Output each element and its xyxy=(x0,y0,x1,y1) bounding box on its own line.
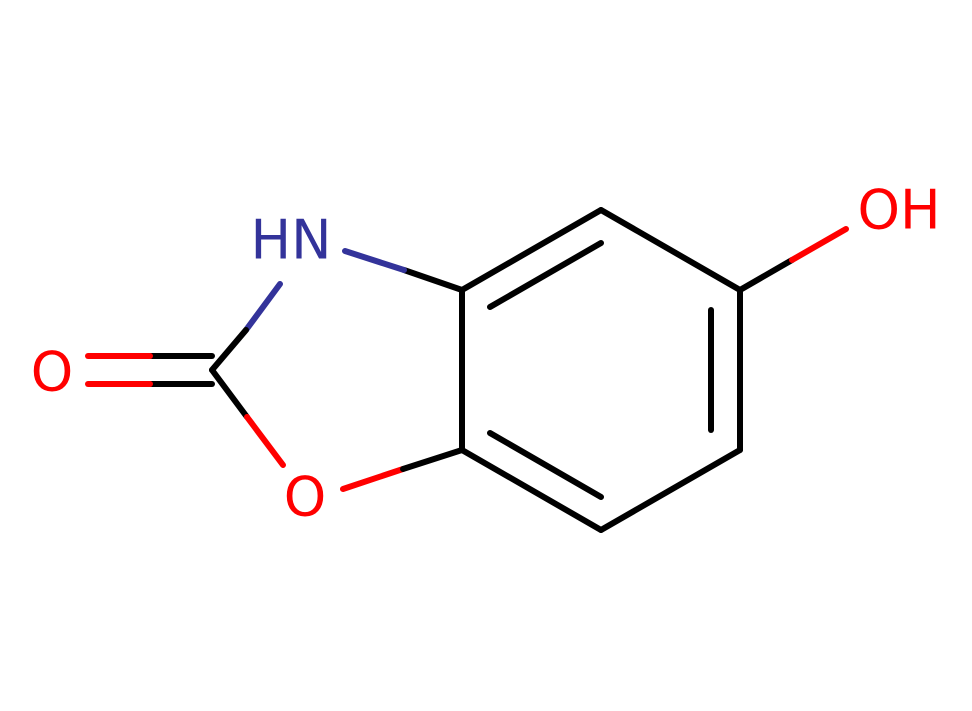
bond-c3a-c4 xyxy=(459,207,604,293)
bond-c3a-n3-black xyxy=(401,267,465,293)
bond-c5-oh-black xyxy=(737,257,795,293)
bond-c2-o1-black xyxy=(209,367,250,420)
bond-o1-c7a-red xyxy=(340,466,406,492)
bond-c3a-n3-blue xyxy=(342,248,407,273)
atom-label-carbonyl-oxygen: O xyxy=(31,341,74,404)
bond-c4-c5 xyxy=(598,207,743,293)
atom-label-hydroxyl: OH xyxy=(857,179,940,242)
bond-c7-c7a xyxy=(459,447,604,533)
bond-inner-c7-c7a xyxy=(487,430,604,500)
bond-inner-c3a-c4 xyxy=(487,240,604,310)
bond-c6-c7 xyxy=(598,447,743,533)
bond-n3-c2-blue xyxy=(243,281,283,333)
atom-label-layer: O HN O OH xyxy=(31,179,941,529)
bond-c2-o1-red xyxy=(244,414,286,468)
bond-layer xyxy=(85,207,849,533)
bond-n3-c2-black xyxy=(209,327,249,373)
atom-label-ring-nitrogen: HN xyxy=(251,209,332,272)
bond-c5-oh-red xyxy=(789,226,849,263)
bond-o1-c7a-black xyxy=(400,447,465,472)
atom-label-ring-oxygen: O xyxy=(284,466,327,529)
